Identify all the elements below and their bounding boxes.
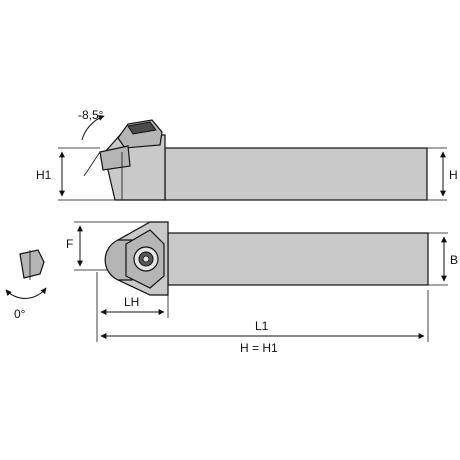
angle-bottom-label: 0° [14,307,26,321]
angle-top-ref-line [83,151,101,177]
l1-label: L1 [255,319,269,333]
angle-top-arc [81,115,105,141]
b-label: B [450,253,458,267]
angle-top-label: -8,5° [78,108,104,122]
insert-detail-body [19,249,45,279]
insert-detail: 0° [5,249,47,321]
side-view [99,119,428,201]
top-round-insert [104,239,133,281]
side-clamp-screw [127,121,157,135]
h1-label: H1 [36,168,52,182]
h-eq-h1-label: H = H1 [240,341,278,355]
side-shank [164,147,428,201]
f-dimension: F [66,221,150,271]
lh-label: LH [124,295,139,309]
f-label: F [66,237,73,251]
top-shank [167,232,429,286]
top-view [104,221,429,296]
b-dimension: B [428,232,458,286]
h-label: H [449,168,458,182]
angle-top-annotation: -8,5° [78,108,105,177]
lh-dimension: LH [96,272,169,318]
angle-bottom-arc [5,287,47,299]
l1-dimension: L1 H = H1 [96,290,429,355]
h-dimension: H [427,147,458,201]
side-insert [99,145,131,171]
h1-dimension: H1 [36,147,115,201]
clamp-screw-hex [142,255,150,263]
